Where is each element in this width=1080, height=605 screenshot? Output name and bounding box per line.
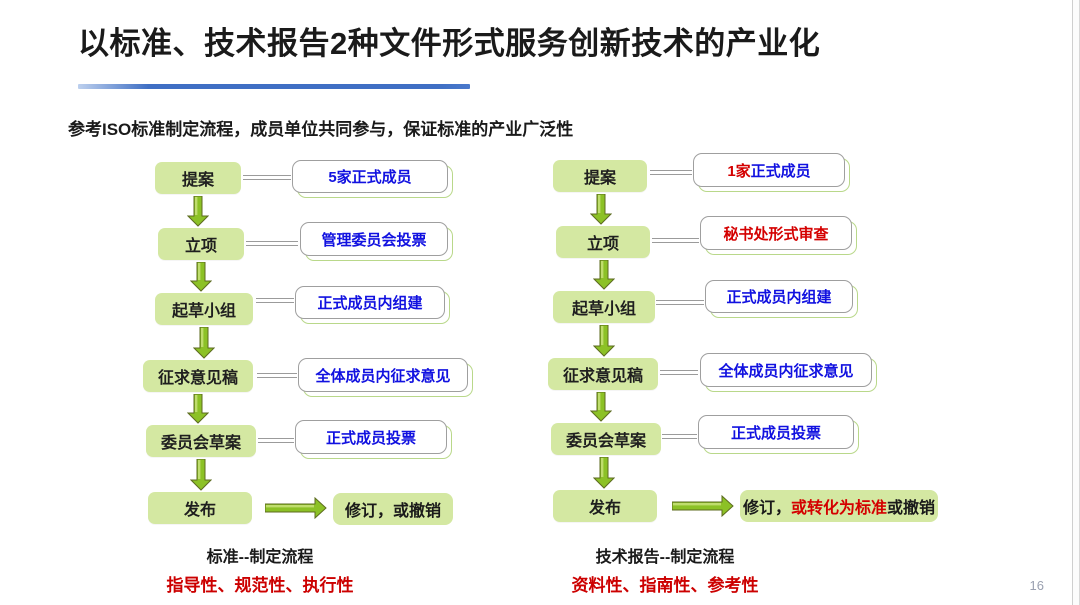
- callout-box-0[interactable]: 5家正式成员: [292, 160, 453, 198]
- connector-line-0: [650, 170, 692, 175]
- connector-line-3: [660, 370, 698, 375]
- stage-label: 发布: [588, 500, 621, 517]
- result-pill[interactable]: 修订，或转化为标准或撤销: [740, 490, 938, 522]
- callout-2-segment-0: 正式成员内组建: [726, 289, 832, 306]
- callout-0-segment-1: 正式成员: [750, 162, 811, 180]
- result-segment-2: 或撤销: [887, 500, 936, 517]
- callout-text: 秘书处形式审查: [700, 216, 852, 250]
- stage-box-1[interactable]: 立项: [556, 226, 650, 258]
- stage-box-1[interactable]: 立项: [158, 228, 244, 260]
- stage-label: 起草小组: [571, 301, 636, 318]
- stage-box-2[interactable]: 起草小组: [553, 291, 655, 323]
- callout-2-segment-0: 正式成员内组建: [317, 295, 423, 312]
- callout-4-segment-0: 正式成员投票: [730, 424, 821, 442]
- title-underline-rule: [78, 84, 470, 89]
- callout-box-0[interactable]: 1家正式成员: [693, 153, 850, 192]
- callout-3-segment-0: 全体成员内征求意见: [315, 367, 451, 385]
- callout-box-2[interactable]: 正式成员内组建: [705, 280, 858, 318]
- callout-text: 5家正式成员: [292, 160, 448, 193]
- result-segment-1: 或转化为标准: [790, 500, 887, 517]
- callout-box-4[interactable]: 正式成员投票: [295, 420, 452, 459]
- result-segment-0: 修订，: [742, 500, 791, 517]
- stage-box-4[interactable]: 委员会草案: [551, 423, 661, 455]
- connector-line-2: [256, 298, 294, 303]
- page-title: 以标准、技术报告2种文件形式服务创新技术的产业化: [78, 26, 821, 61]
- callout-text: 全体成员内征求意见: [700, 353, 872, 387]
- stage-label: 委员会草案: [565, 433, 646, 450]
- stage-label: 征求意见稿: [562, 368, 643, 385]
- stage-label: 起草小组: [171, 303, 236, 320]
- right-flow-caption-red: 资料性、指南性、参考性: [571, 576, 759, 595]
- result-segment-0: 修订，或撤销: [344, 503, 441, 520]
- down-arrow-icon: [187, 394, 209, 424]
- callout-box-1[interactable]: 秘书处形式审查: [700, 216, 857, 255]
- stage-label: 提案: [583, 170, 616, 187]
- stage-box-5[interactable]: 发布: [148, 492, 252, 524]
- down-arrow-icon: [193, 327, 215, 359]
- left-flow-caption-red: 指导性、规范性、执行性: [166, 576, 354, 595]
- connector-line-0: [243, 175, 291, 180]
- callout-text: 全体成员内征求意见: [298, 358, 468, 392]
- stage-label: 发布: [183, 502, 216, 519]
- stage-box-3[interactable]: 征求意见稿: [548, 358, 658, 390]
- stage-label: 委员会草案: [160, 435, 241, 452]
- callout-box-4[interactable]: 正式成员投票: [698, 415, 859, 454]
- callout-box-1[interactable]: 管理委员会投票: [300, 222, 453, 261]
- callout-text: 正式成员内组建: [295, 286, 445, 319]
- callout-1-segment-0: 秘书处形式审查: [723, 225, 829, 243]
- left-flow-caption: 标准--制定流程: [206, 549, 314, 566]
- stage-label: 立项: [184, 238, 217, 255]
- right-flow-caption: 技术报告--制定流程: [595, 549, 735, 566]
- callout-text: 管理委员会投票: [300, 222, 448, 256]
- down-arrow-icon: [187, 196, 209, 227]
- stage-box-0[interactable]: 提案: [553, 160, 647, 192]
- callout-text: 正式成员内组建: [705, 280, 853, 313]
- stage-box-0[interactable]: 提案: [155, 162, 241, 194]
- down-arrow-icon: [190, 262, 212, 292]
- down-arrow-icon: [593, 325, 615, 357]
- callout-box-2[interactable]: 正式成员内组建: [295, 286, 450, 324]
- callout-0-segment-0: 1家: [727, 162, 751, 180]
- connector-line-4: [662, 434, 697, 439]
- slide-right-edge-fill: [1073, 0, 1080, 605]
- stage-label: 立项: [586, 236, 619, 253]
- callout-text: 1家正式成员: [693, 153, 845, 187]
- callout-text: 正式成员投票: [295, 420, 447, 454]
- callout-0-segment-0: 5家正式成员: [328, 169, 412, 186]
- callout-3-segment-0: 全体成员内征求意见: [718, 362, 854, 380]
- right-arrow-icon: [265, 497, 327, 519]
- page-subtitle: 参考ISO标准制定流程，成员单位共同参与，保证标准的产业广泛性: [68, 120, 574, 139]
- page-number: 16: [1029, 578, 1044, 593]
- down-arrow-icon: [593, 260, 615, 290]
- callout-box-3[interactable]: 全体成员内征求意见: [700, 353, 877, 392]
- callout-4-segment-0: 正式成员投票: [325, 429, 416, 447]
- slide-right-edge-line: [1072, 0, 1073, 605]
- stage-box-5[interactable]: 发布: [553, 490, 657, 522]
- down-arrow-icon: [590, 392, 612, 422]
- result-pill[interactable]: 修订，或撤销: [333, 493, 453, 525]
- callout-box-3[interactable]: 全体成员内征求意见: [298, 358, 473, 397]
- connector-line-1: [652, 238, 699, 243]
- stage-label: 提案: [181, 172, 214, 189]
- right-arrow-icon: [672, 495, 734, 517]
- connector-line-3: [257, 373, 297, 378]
- stage-box-4[interactable]: 委员会草案: [146, 425, 256, 457]
- down-arrow-icon: [190, 459, 212, 491]
- down-arrow-icon: [593, 457, 615, 489]
- connector-line-4: [258, 438, 294, 443]
- callout-1-segment-0: 管理委员会投票: [321, 231, 427, 249]
- connector-line-2: [656, 300, 704, 305]
- connector-line-1: [246, 241, 298, 246]
- stage-label: 征求意见稿: [157, 370, 238, 387]
- stage-box-2[interactable]: 起草小组: [155, 293, 253, 325]
- stage-box-3[interactable]: 征求意见稿: [143, 360, 253, 392]
- callout-text: 正式成员投票: [698, 415, 854, 449]
- down-arrow-icon: [590, 194, 612, 225]
